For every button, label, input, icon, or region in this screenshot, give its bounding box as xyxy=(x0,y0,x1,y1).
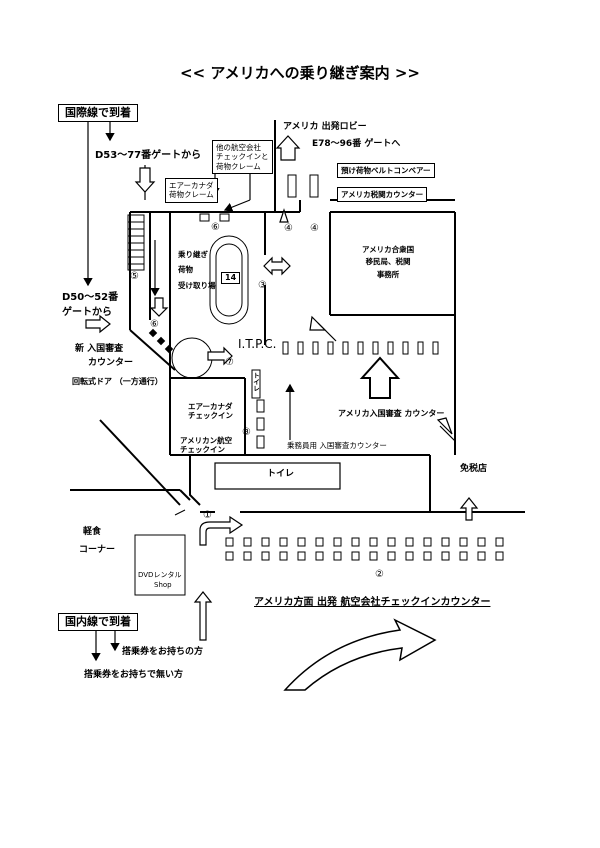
dvd-rental-label-1: DVDレンタル xyxy=(138,571,182,579)
dvd-rental-label-2: Shop xyxy=(154,581,172,589)
duty-free-label: 免税店 xyxy=(460,464,488,474)
gate-d50-52-label-2: ゲートから xyxy=(62,307,112,318)
marker-1: ① xyxy=(203,510,212,521)
toilet-vertical-label: トイレ xyxy=(251,372,260,392)
arrow-to-us-lobby xyxy=(275,135,301,161)
domestic-arrival-label: 国内線で到着 xyxy=(58,613,138,632)
toilet-label: トイレ xyxy=(267,469,295,479)
us-immigration-counter-label: アメリカ入国審査 カウンター xyxy=(338,409,445,418)
page-title: << アメリカへの乗り継ぎ案内 >> xyxy=(180,64,420,82)
itpc-label: I.T.P.C. xyxy=(238,337,277,351)
air-canada-claim-label: エアーカナダ 荷物クレーム xyxy=(165,178,218,203)
transit-baggage-label: 乗り継ぎ 荷物 受け取り場 xyxy=(178,250,216,290)
new-immigration-label-2: カウンター xyxy=(88,358,134,368)
light-meal-label-2: コーナー xyxy=(79,545,116,555)
marker-7: ⑦ xyxy=(225,357,234,368)
baggage-carousel xyxy=(209,235,249,325)
marker-6a: ⑥ xyxy=(211,222,220,233)
marker-2: ② xyxy=(375,569,384,580)
toilet-block xyxy=(214,462,341,490)
us-customs-counter-label: アメリカ税関カウンター xyxy=(337,187,428,203)
us-office-label: アメリカ合衆国 移民局、税関 事務所 xyxy=(362,245,415,279)
international-arrival-label: 国際線で到着 xyxy=(58,104,138,123)
arrow-immigration xyxy=(359,356,401,399)
us-departure-counter-label: アメリカ方面 出発 航空会社チェックインカウンター xyxy=(254,597,491,608)
air-canada-checkin-label: エアーカナダ チェックイン xyxy=(188,402,233,421)
marker-4a: ④ xyxy=(284,223,293,234)
other-airline-label: 他の航空会社 チェックインと 荷物クレーム xyxy=(212,140,273,175)
dvd-shop xyxy=(134,534,186,596)
us-departure-lobby-label: アメリカ 出発ロビー xyxy=(283,122,367,132)
belt-conveyor-label: 預け荷物ベルトコンベアー xyxy=(337,163,435,179)
marker-5: ⑤ xyxy=(130,271,139,282)
crew-immigration-label: 乗務員用 入国審査カウンター xyxy=(287,441,387,450)
revolving-door-label: 回転式ドア （一方通行） xyxy=(72,377,163,386)
marker-4b: ④ xyxy=(310,223,319,234)
gate-e78-96-label: E78～96番 ゲートへ xyxy=(312,139,401,149)
marker-6b: ⑥ xyxy=(150,319,159,330)
light-meal-label-1: 軽食 xyxy=(83,527,102,537)
big-sweep-arrow xyxy=(283,618,437,691)
american-checkin-label: アメリカン航空 チェックイン xyxy=(180,436,233,455)
gate-d53-77-label: D53～77番ゲートから xyxy=(95,150,202,161)
without-boarding-pass-label: 搭乗券をお持ちで無い方 xyxy=(84,670,184,680)
new-immigration-label-1: 新 入国審査 xyxy=(75,344,124,354)
revolving-door xyxy=(171,337,213,379)
marker-3: ③ xyxy=(258,280,267,291)
with-boarding-pass-label: 搭乗券をお持ちの方 xyxy=(122,647,204,657)
carousel-number: 14 xyxy=(221,272,241,284)
marker-8: ⑧ xyxy=(242,427,251,438)
gate-d50-52-label-1: D50～52番 xyxy=(62,292,119,303)
